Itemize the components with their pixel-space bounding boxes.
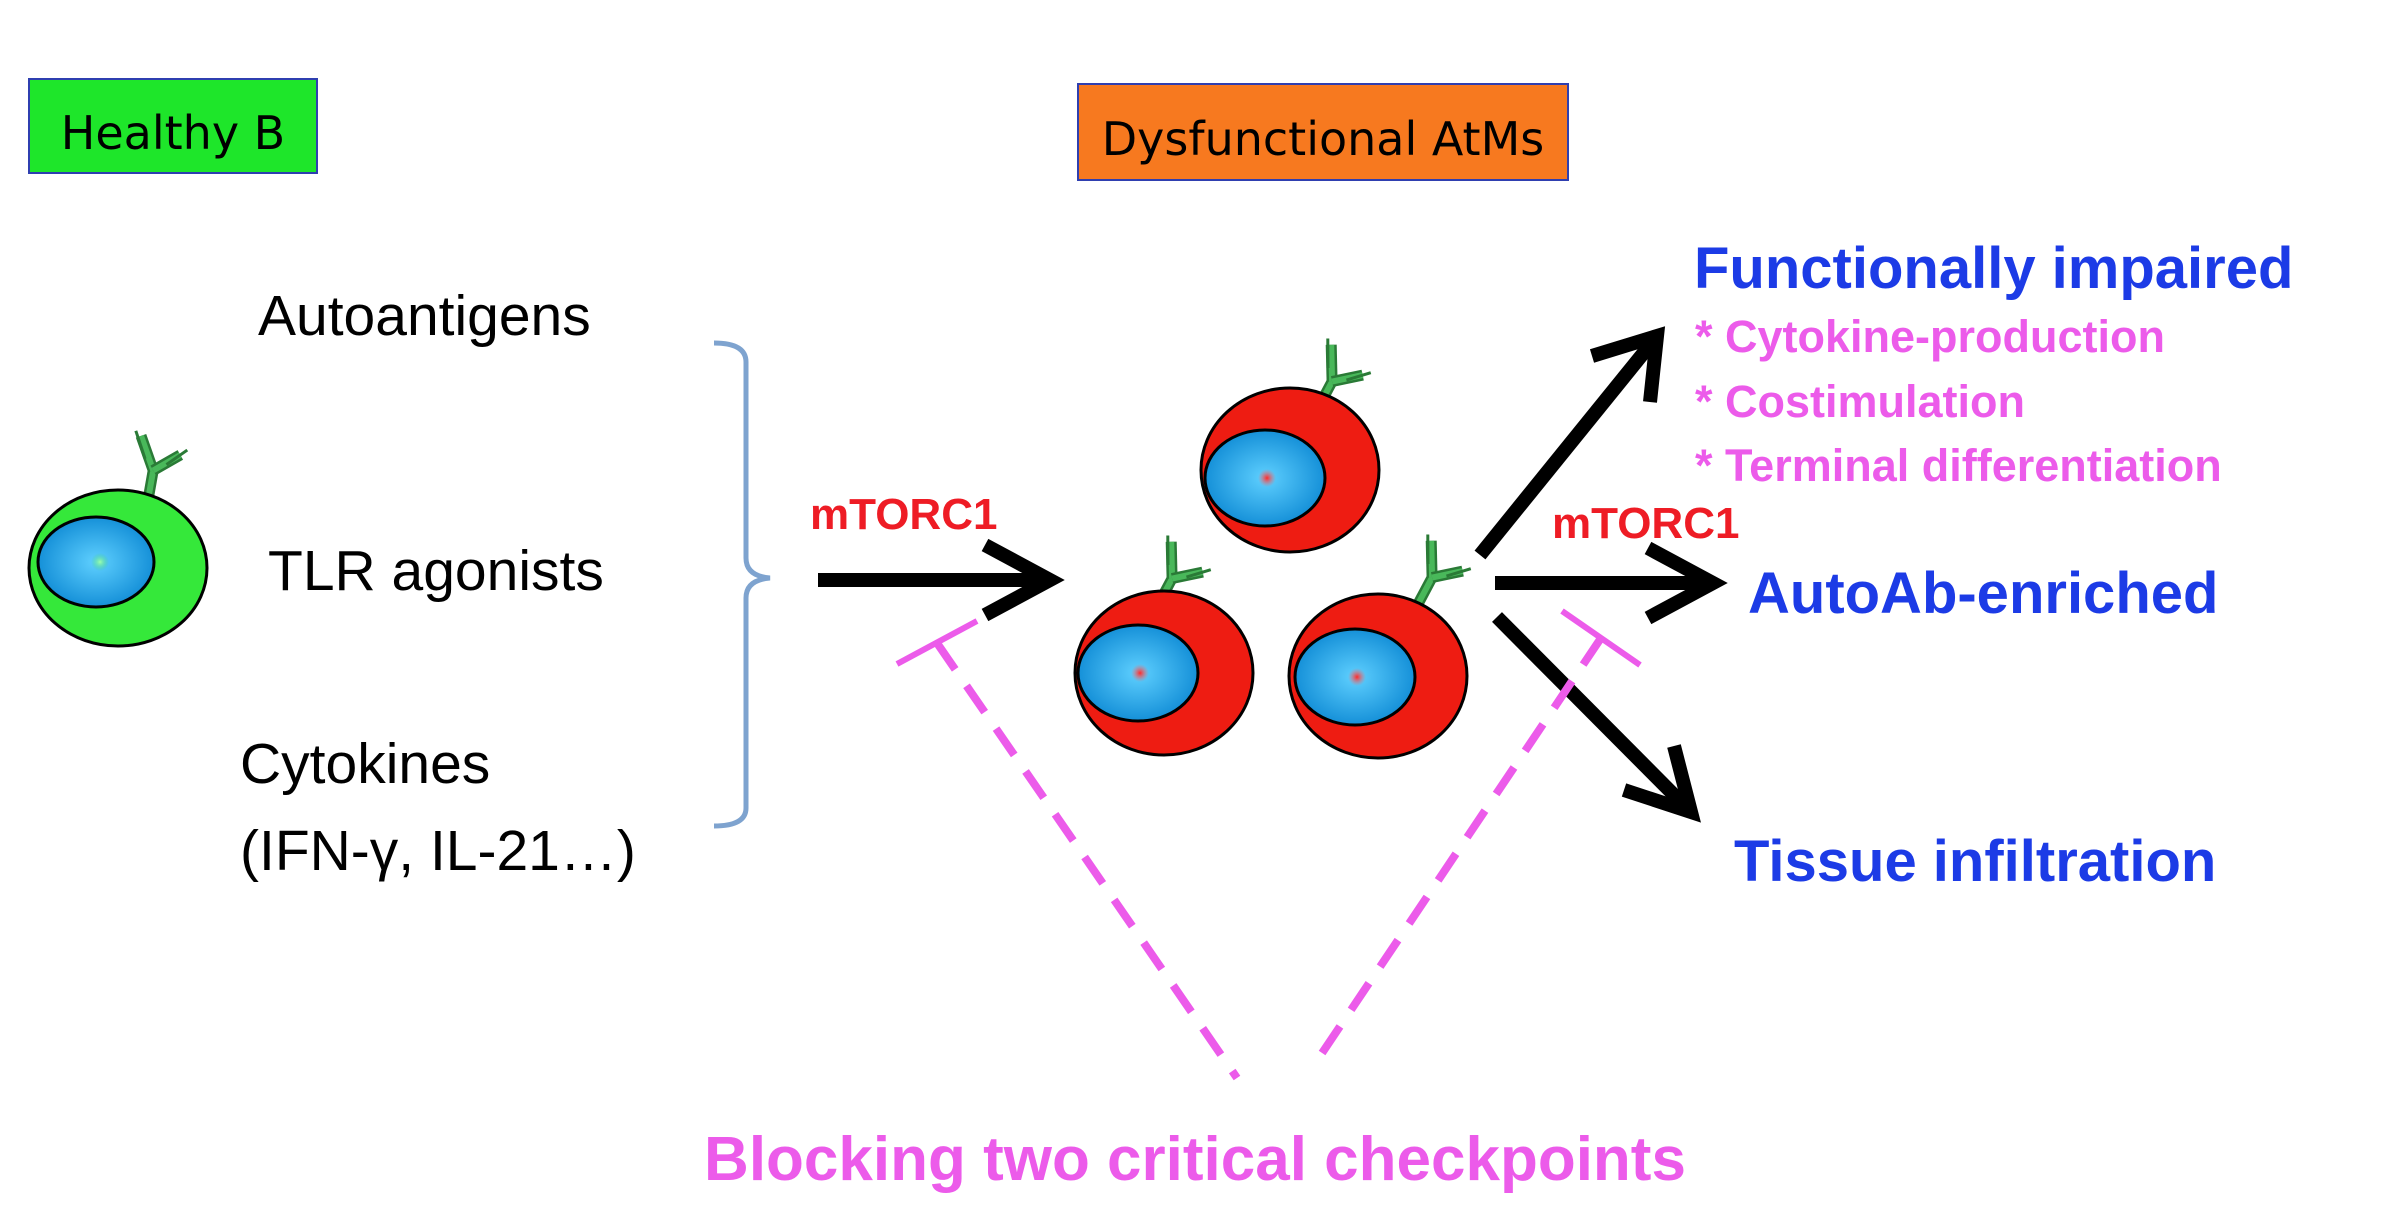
tissue-infiltration-label: Tissue infiltration [1734, 829, 2216, 894]
sub-item-terminal-differentiation: * Terminal differentiation [1695, 440, 2222, 491]
arrow-to-functionally-impaired [1474, 326, 1666, 560]
autoab-enriched-label: AutoAb-enriched [1748, 561, 2218, 626]
blocking-checkpoints-label: Blocking two critical checkpoints [704, 1125, 1686, 1194]
stimuli-bracket [713, 340, 771, 829]
sub-item-costimulation: * Costimulation [1695, 376, 2025, 427]
dysfunctional-atms-label-box: Dysfunctional AtMs [1077, 83, 1569, 181]
atm-cell-right-icon [1287, 534, 1475, 760]
tlr-agonists-label: TLR agonists [268, 539, 604, 603]
checkpoint-block-right [1308, 608, 1642, 1071]
atm-cell-top-icon [1199, 338, 1379, 554]
cytokines-label: Cytokines [240, 732, 490, 796]
atm-cell-left-icon [1073, 535, 1255, 757]
autoantigens-label: Autoantigens [258, 284, 591, 348]
healthy-b-label: Healthy B [61, 106, 285, 160]
mtorc1-right-label: mTORC1 [1552, 499, 1739, 548]
sub-item-cytokine-production: * Cytokine-production [1695, 311, 2165, 362]
arrow-to-autoab-enriched [1495, 541, 1728, 625]
checkpoint-block-left [895, 618, 1241, 1081]
cytokines-detail-label: (IFN-γ, IL-21…) [240, 819, 636, 883]
activation-arrow-left [818, 538, 1065, 622]
functionally-impaired-label: Functionally impaired [1694, 236, 2293, 301]
arrow-to-tissue-infiltration [1492, 612, 1701, 823]
mtorc1-left-label: mTORC1 [810, 490, 997, 539]
healthy-b-label-box: Healthy B [28, 78, 318, 174]
dysfunctional-atms-label: Dysfunctional AtMs [1102, 112, 1544, 166]
healthy-b-cell-icon [27, 431, 209, 648]
